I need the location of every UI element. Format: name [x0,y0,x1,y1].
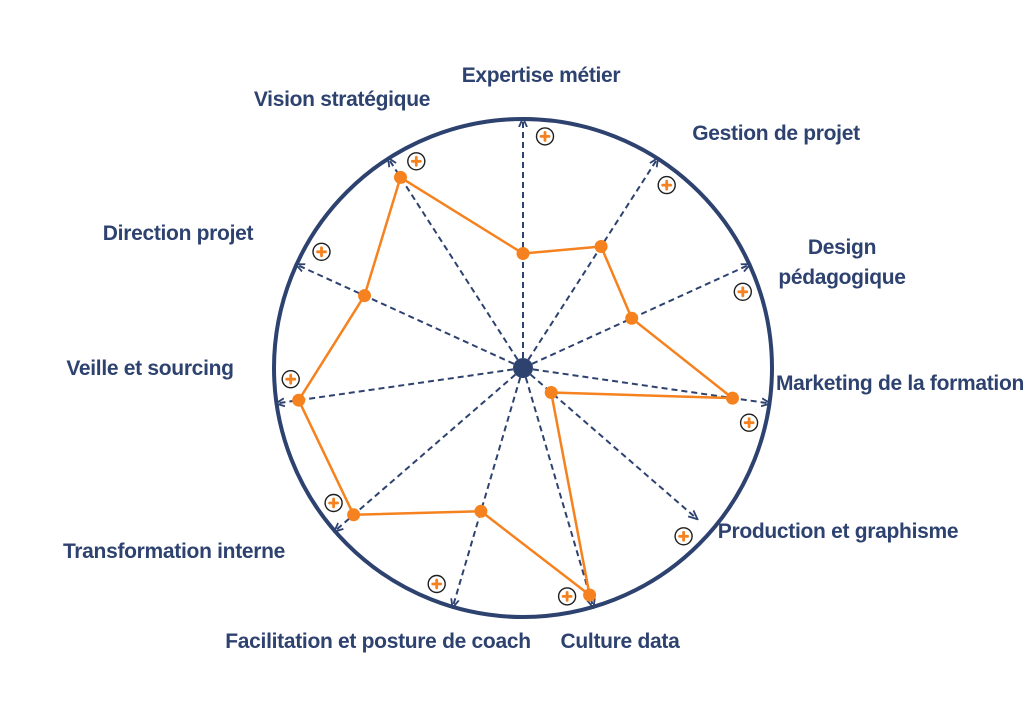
axis-label-9: Direction projet [103,222,254,245]
plus-in-circle-icon [674,527,693,546]
series-point-7 [347,508,361,522]
plus-in-circle-icon [312,242,331,262]
series-point-5 [583,588,597,602]
series-point-6 [474,504,488,518]
axis-label-line: Design [808,236,876,259]
plus-in-circle-icon [281,370,300,389]
series-point-2 [625,311,639,325]
plus-in-circle-icon [733,282,752,301]
axis-line-8 [277,367,524,403]
axis-label-7: Transformation interne [63,540,285,563]
axis-line-1 [522,159,658,369]
axis-label-5: Culture data [561,630,681,653]
axis-line-5 [522,367,593,607]
axis-label-3: Marketing de la formation [776,372,1024,395]
center-dot [513,358,533,378]
plus-in-circle-icon [557,587,577,606]
axis-line-4 [522,367,697,519]
series-polygon [297,176,734,597]
plus-in-circle-icon [407,152,426,171]
plus-in-circle-icon [535,127,555,146]
axis-label-1: Gestion de projet [692,122,860,145]
axis-label-6: Facilitation et posture de coach [225,630,530,653]
plus-in-circle-icon [739,413,759,432]
axis-line-7 [335,367,524,531]
series-layer [292,170,739,602]
axis-label-0: Expertise métier [462,64,621,87]
axis-label-10: Vision stratégique [254,88,430,111]
plus-in-circle-icon [324,493,343,513]
series-point-4 [544,386,558,399]
plus-in-circle-icon [427,574,446,594]
axis-line-9 [297,265,524,369]
axis-label-4: Production et graphisme [718,520,958,543]
axis-label-2: Design pédagogique [778,236,905,289]
axis-label-8: Veille et sourcing [66,357,233,380]
series-point-9 [358,289,371,303]
series-point-3 [726,391,739,405]
axis-label-line: pédagogique [778,266,905,289]
plus-in-circle-icon [657,175,676,195]
axis-line-6 [453,367,524,607]
series-point-0 [516,247,530,260]
series-point-1 [594,240,608,253]
badges-layer [281,127,759,606]
series-point-10 [394,170,407,184]
axis-line-10 [388,159,524,369]
series-point-8 [292,393,306,407]
axis-line-3 [522,367,770,403]
